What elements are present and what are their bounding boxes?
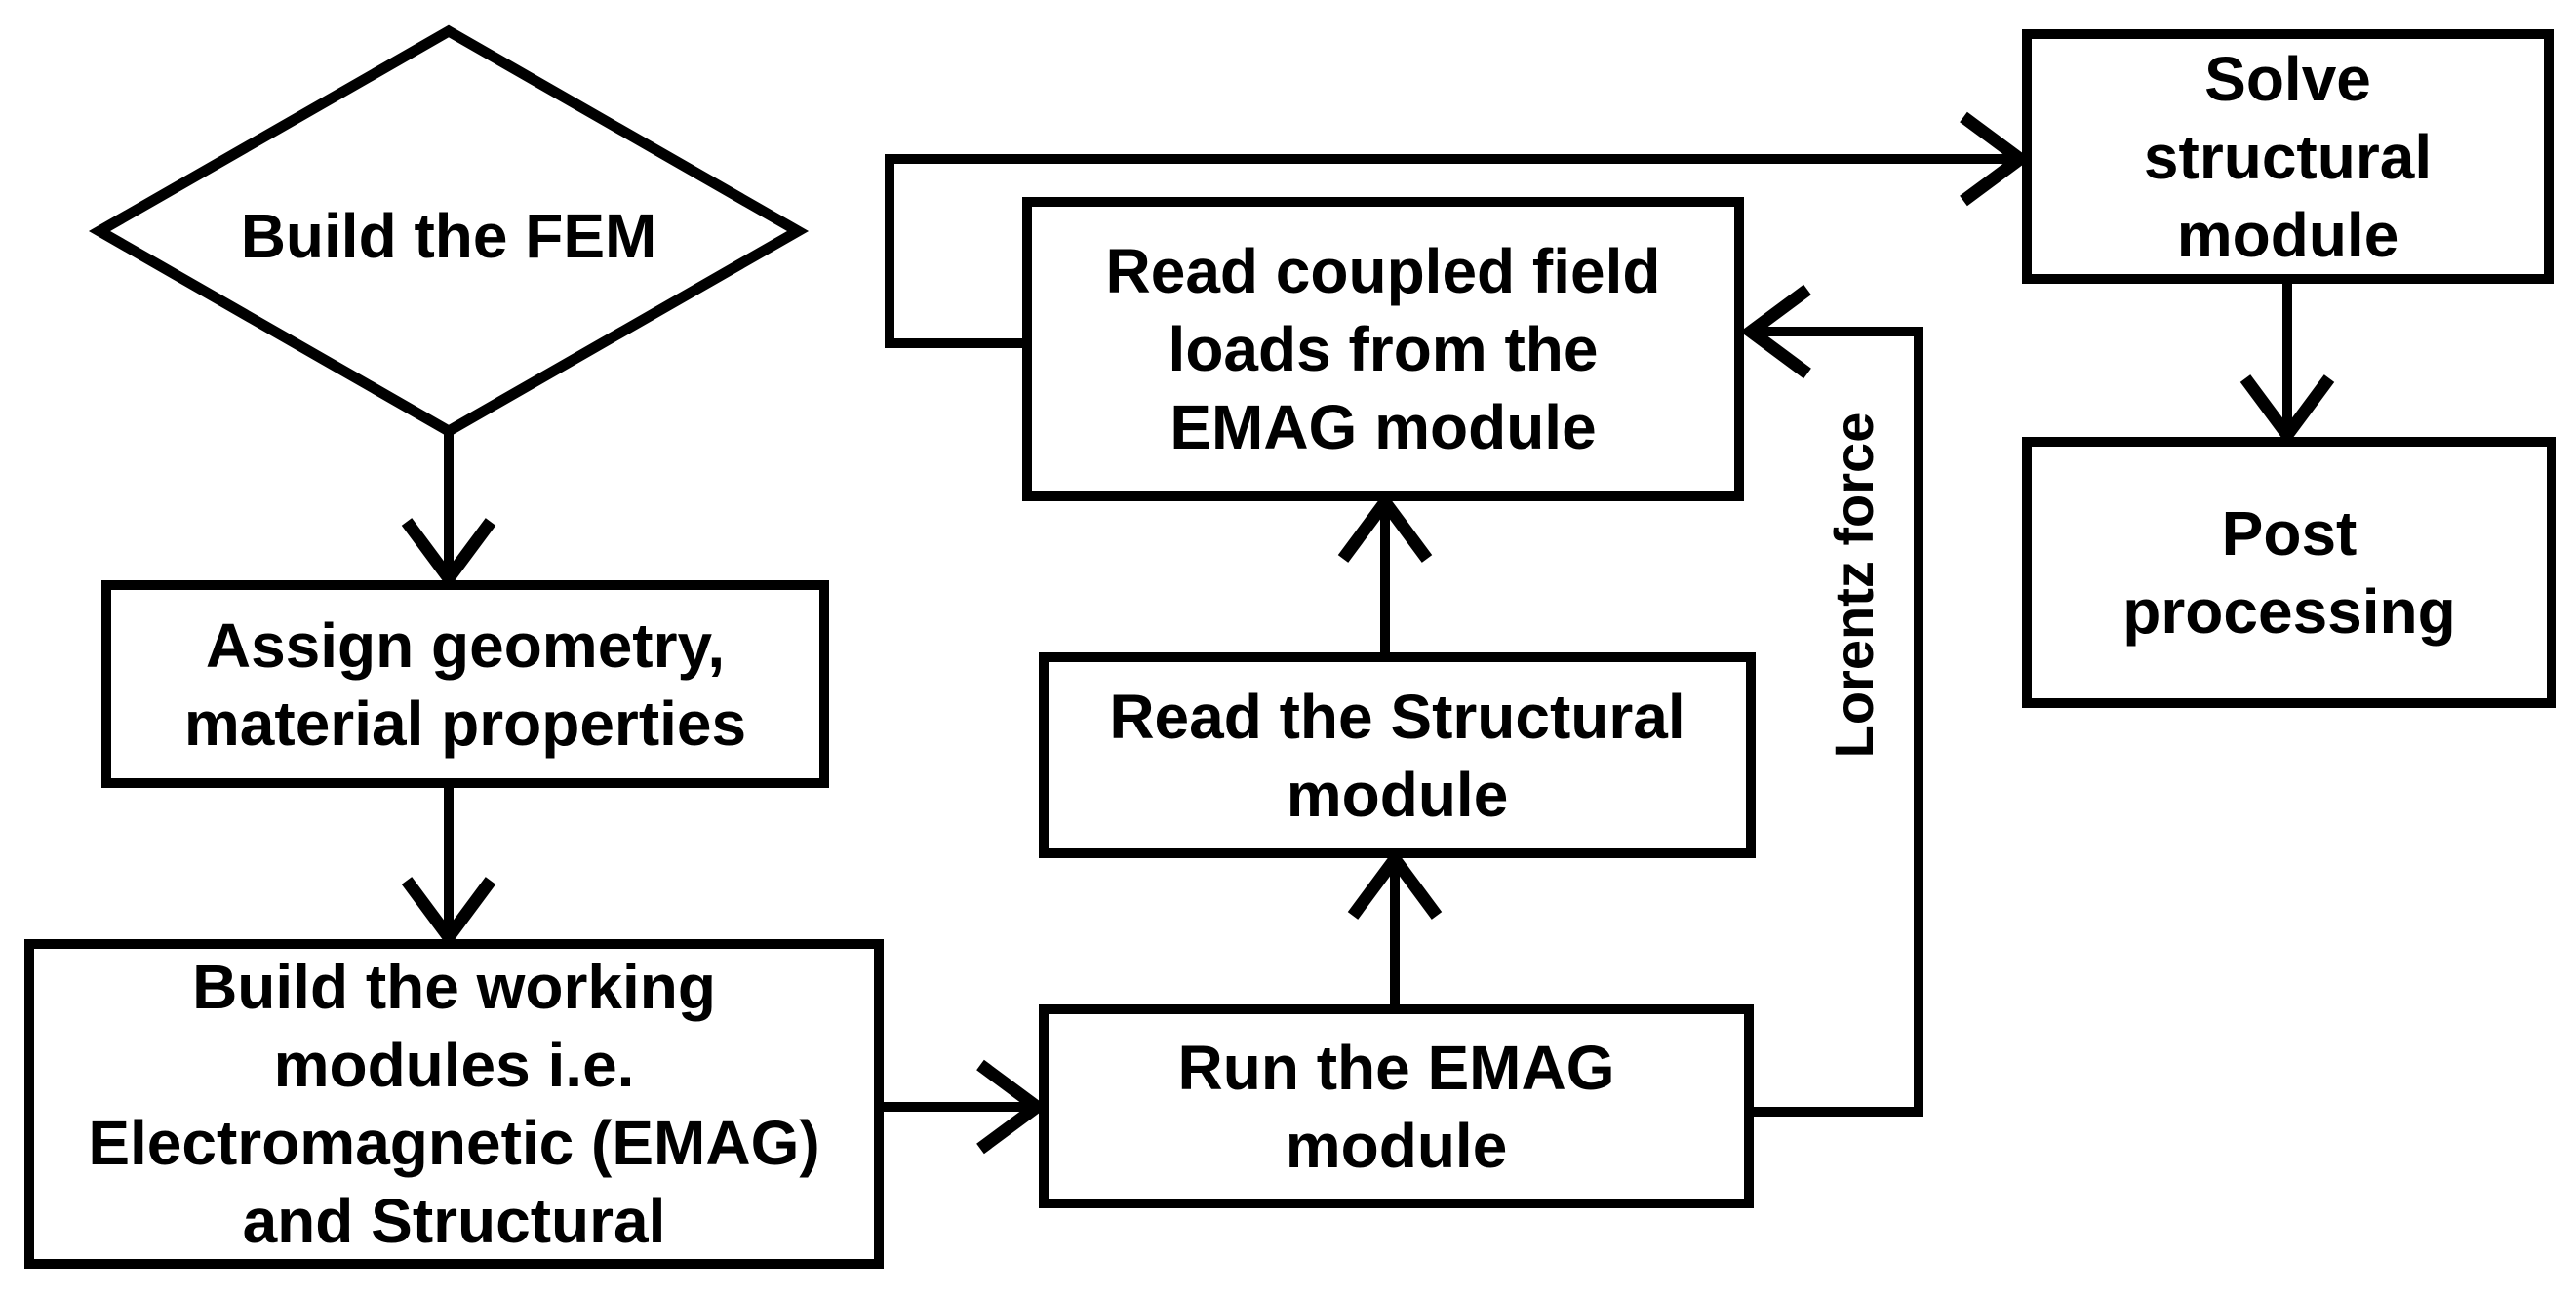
edge-label-lorentz-force-text: Lorentz force: [1823, 412, 1884, 759]
node-assign-geometry: Assign geometry, material properties: [101, 580, 829, 788]
node-assign-geometry-label: Assign geometry, material properties: [183, 609, 747, 759]
edge-read-coupled-to-solve-structural-arrowhead: [1960, 111, 2031, 207]
node-solve-structural-label: Solve structural module: [2143, 43, 2433, 270]
edge-build-fem-to-assign-geometry-arrowhead: [401, 518, 496, 589]
edge-solve-structural-to-post-processing-arrowhead: [2239, 374, 2335, 446]
node-run-emag: Run the EMAG module: [1039, 1004, 1754, 1208]
edge-label-lorentz-force: Lorentz force: [1820, 293, 1888, 878]
edge-run-emag-to-read-structural-arrowhead: [1347, 848, 1443, 920]
node-post-processing-label: Post processing: [2122, 498, 2456, 647]
node-build-modules-label: Build the working modules i.e. Electroma…: [88, 952, 820, 1256]
node-read-coupled-label: Read coupled field loads from the EMAG m…: [1105, 236, 1661, 462]
node-build-fem: Build the FEM: [156, 187, 741, 285]
edge-build-modules-to-run-emag-arrowhead: [976, 1059, 1048, 1155]
edge-run-emag-to-read-coupled: [1751, 327, 1923, 1117]
node-solve-structural: Solve structural module: [2022, 29, 2554, 284]
node-read-structural-label: Read the Structural module: [1109, 681, 1685, 830]
edge-assign-geometry-to-build-modules-arrowhead: [401, 877, 496, 948]
edge-read-structural-to-read-coupled-arrowhead: [1337, 491, 1433, 563]
node-read-structural: Read the Structural module: [1039, 652, 1756, 858]
node-run-emag-label: Run the EMAG module: [1177, 1032, 1615, 1181]
edge-run-emag-to-read-coupled-arrowhead: [1740, 284, 1811, 379]
node-post-processing: Post processing: [2022, 437, 2556, 708]
node-build-modules: Build the working modules i.e. Electroma…: [24, 939, 884, 1269]
node-read-coupled: Read coupled field loads from the EMAG m…: [1022, 197, 1744, 501]
edge-read-coupled-to-solve-structural: [885, 154, 2014, 348]
node-build-fem-label: Build the FEM: [240, 201, 657, 271]
